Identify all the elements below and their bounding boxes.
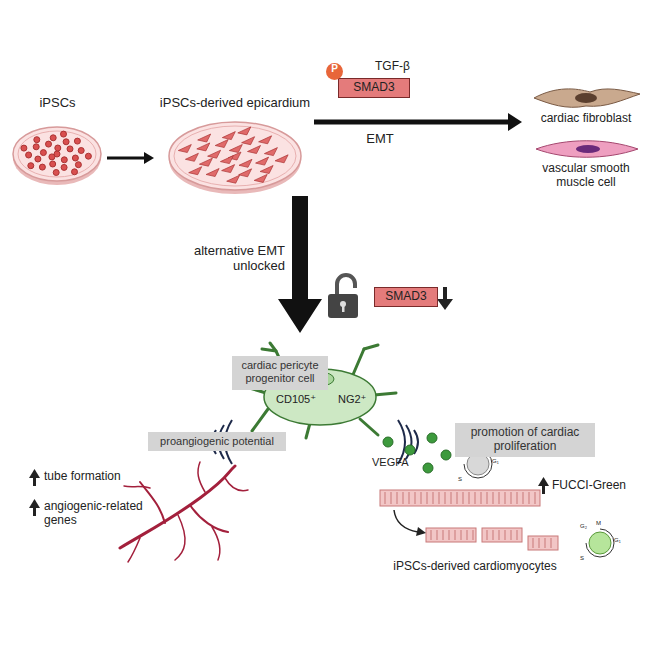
protein-box: SMAD3 <box>338 78 410 98</box>
node-text: proangiogenic potential <box>152 435 282 448</box>
lock-icon <box>328 275 358 318</box>
culture-dish: iPSCs-derived epicardium <box>158 96 312 194</box>
annotation: EMT <box>355 132 405 147</box>
connector-arrow <box>144 152 154 164</box>
node-text: CD105⁺ <box>276 393 316 406</box>
culture-dish <box>158 96 312 194</box>
smooth-muscle-cell <box>526 136 646 162</box>
annotation: angiogenic-related genes <box>44 500 164 528</box>
node-text: iPSCs-derived epicardium <box>158 96 312 111</box>
cycle-phase: S <box>458 476 468 483</box>
node-text: P <box>326 63 343 75</box>
annotation: iPSCs-derived cardiomyocytes <box>390 560 560 574</box>
node-text: NG2⁺ <box>338 393 366 406</box>
cycle-phase: G₁ <box>614 537 626 544</box>
cell-figure: vascular smooth muscle cell <box>526 136 646 194</box>
sarcomere-stripes <box>385 492 551 548</box>
connector-arrow <box>314 120 508 125</box>
annotation: TGF-β <box>375 60 435 74</box>
annotation: alternative EMT unlocked <box>170 244 285 274</box>
node-text: SMAD3 <box>341 81 407 95</box>
connector-arrow <box>508 113 522 131</box>
node-text: SMAD3 <box>377 290 435 304</box>
cycle-phase: G₁ <box>492 458 504 465</box>
connector-arrow <box>107 157 144 160</box>
annotation: tube formation <box>44 470 154 484</box>
down-arrow <box>437 287 453 310</box>
node-text: cardiac pericyte progenitor cell <box>236 359 324 384</box>
protein-box: SMAD3 <box>374 287 438 307</box>
annotation: FUCCI-Green <box>552 479 652 493</box>
cycle-phase: G₂ <box>580 523 594 530</box>
grey-label-box: promotion of cardiac proliferation <box>455 423 595 457</box>
cycle-phase: S <box>580 555 590 562</box>
cell-figure: cardiac fibroblast <box>526 82 646 132</box>
fibroblast-cell <box>526 82 646 112</box>
node-text: vascular smooth muscle cell <box>526 162 646 190</box>
node-text: iPSCs <box>10 96 105 111</box>
node-text: cardiac fibroblast <box>526 112 646 126</box>
culture-dish: iPSCs <box>10 96 105 188</box>
annotation: VEGFA <box>372 456 422 469</box>
grey-label-box: cardiac pericyte progenitor cell <box>232 356 328 390</box>
cardiomyocytes <box>380 490 614 557</box>
phospho-circle: P <box>326 63 343 80</box>
cycle-phase: M <box>596 520 606 527</box>
node-text: promotion of cardiac proliferation <box>459 426 591 454</box>
grey-label-box: proangiogenic potential <box>148 432 286 451</box>
